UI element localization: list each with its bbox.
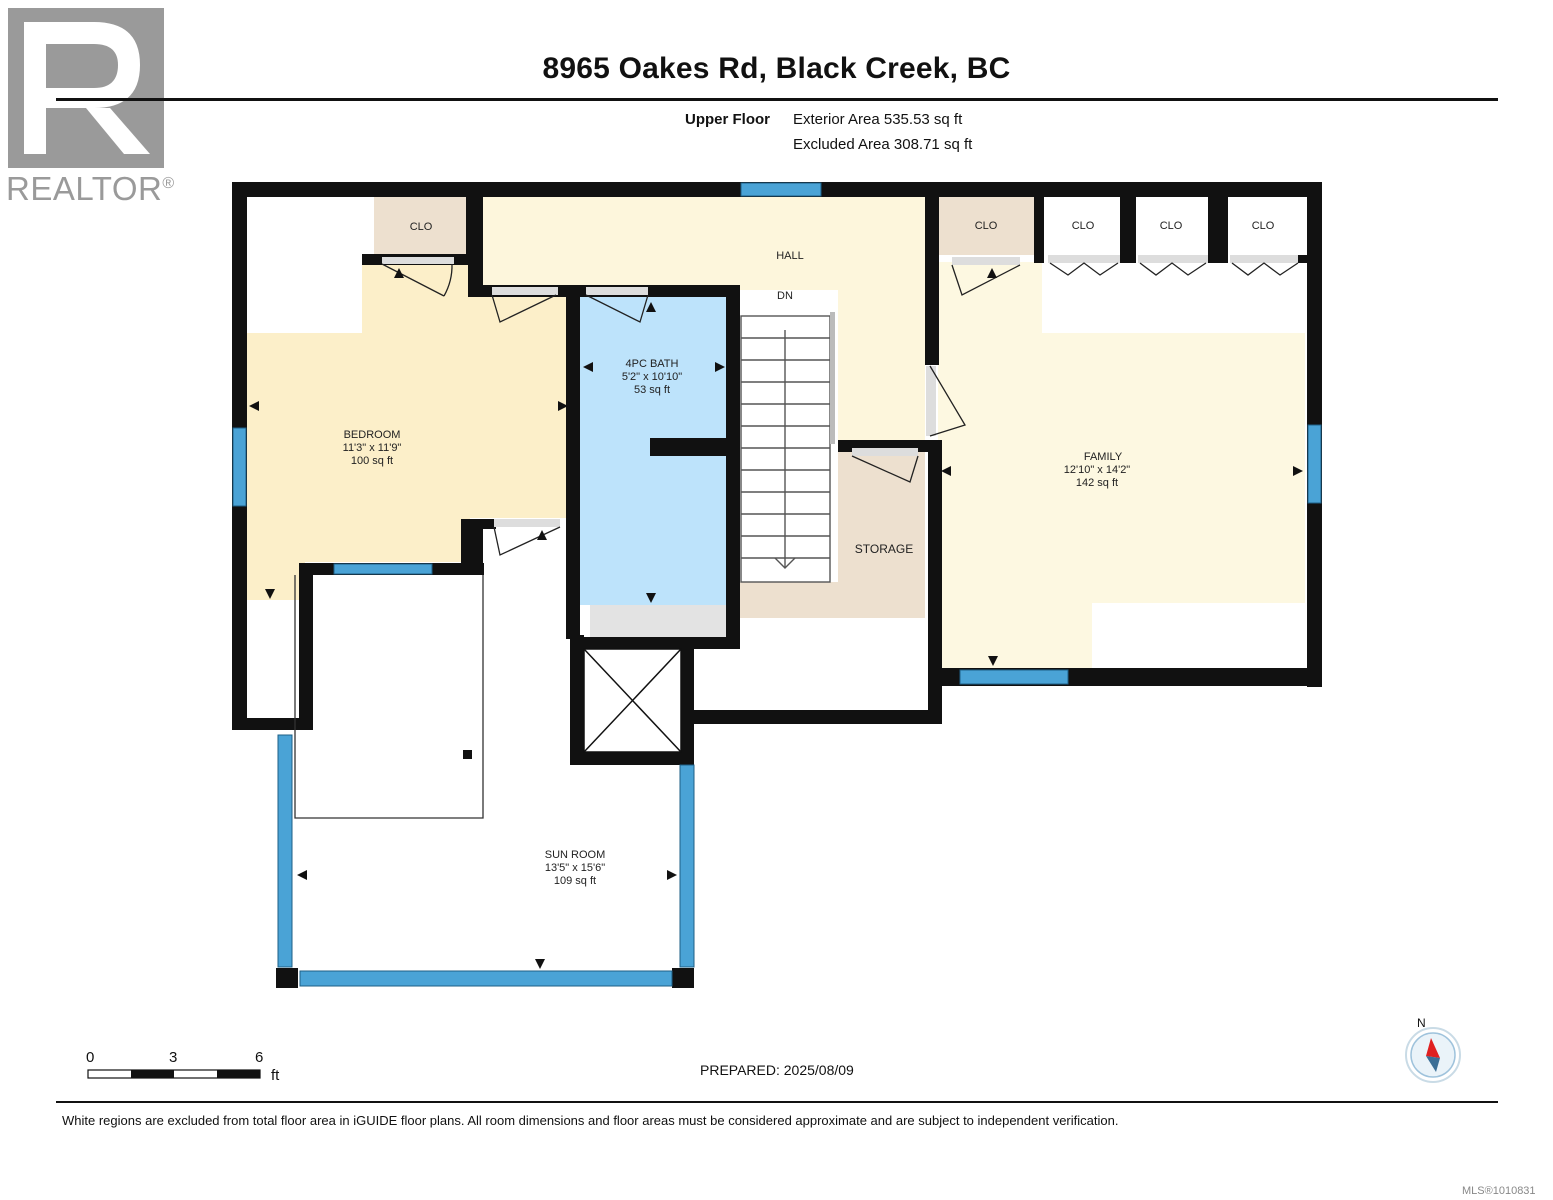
family-area: 142 sq ft bbox=[1076, 477, 1118, 489]
scale-unit: ft bbox=[271, 1067, 280, 1084]
sunroom-inner bbox=[294, 575, 484, 819]
floor-name: Upper Floor bbox=[685, 111, 770, 128]
stairs-down-label: DN bbox=[777, 290, 793, 302]
bedroom-label: BEDROOM bbox=[344, 429, 401, 441]
closet-label: CLO bbox=[975, 220, 998, 232]
prepared-date: PREPARED: 2025/08/09 bbox=[700, 1062, 854, 1078]
sunroom-dims: 13'5" x 15'6" bbox=[545, 862, 605, 874]
windows bbox=[232, 182, 1322, 987]
bath-counter bbox=[590, 605, 726, 637]
scale-label-6: 6 bbox=[255, 1049, 263, 1066]
closet-fill-1 bbox=[374, 197, 468, 257]
title-divider bbox=[56, 98, 1498, 101]
bath-dims: 5'2" x 10'10" bbox=[622, 371, 682, 383]
sunroom-area: 109 sq ft bbox=[554, 875, 596, 887]
bedroom-fill bbox=[247, 265, 572, 600]
realtor-logo bbox=[8, 8, 164, 168]
family-fill bbox=[938, 262, 1305, 668]
scale-label-0: 0 bbox=[86, 1049, 94, 1066]
sunroom-post bbox=[463, 750, 472, 759]
hall-fill bbox=[483, 197, 925, 440]
page-title: 8965 Oakes Rd, Black Creek, BC bbox=[542, 52, 1011, 85]
family-dims: 12'10" x 14'2" bbox=[1064, 464, 1131, 476]
closet-label: CLO bbox=[1252, 220, 1275, 232]
exterior-area: Exterior Area 535.53 sq ft bbox=[793, 111, 963, 128]
closet-label: CLO bbox=[1072, 220, 1095, 232]
scale-label-3: 3 bbox=[169, 1049, 177, 1066]
storage-fill bbox=[740, 445, 925, 618]
realtor-wordmark: REALTOR® bbox=[6, 170, 175, 207]
bedroom-area: 100 sq ft bbox=[351, 455, 393, 467]
compass-label: N bbox=[1417, 1016, 1426, 1030]
footer-divider bbox=[56, 1101, 1498, 1103]
storage-label: STORAGE bbox=[855, 542, 913, 556]
doors bbox=[381, 255, 1299, 556]
family-label: FAMILY bbox=[1084, 451, 1123, 463]
closet-fill-2 bbox=[936, 197, 1034, 255]
north-arrow-icon: N bbox=[1405, 1016, 1461, 1083]
excluded-area: Excluded Area 308.71 sq ft bbox=[793, 136, 973, 153]
dimension-arrows bbox=[249, 268, 1303, 969]
hall-label: HALL bbox=[776, 250, 804, 262]
mls-number: MLS®1010831 bbox=[1462, 1185, 1536, 1197]
disclaimer-text: White regions are excluded from total fl… bbox=[62, 1113, 1119, 1128]
bath-label: 4PC BATH bbox=[626, 358, 679, 370]
closet-label: CLO bbox=[1160, 220, 1183, 232]
closet-label: CLO bbox=[410, 221, 433, 233]
stairs bbox=[740, 312, 835, 583]
void-x bbox=[583, 648, 682, 753]
scale-bar: 0 3 6 ft bbox=[86, 1049, 280, 1084]
bedroom-dims: 11'3" x 11'9" bbox=[343, 442, 402, 454]
sunroom-label: SUN ROOM bbox=[545, 849, 606, 861]
bath-area: 53 sq ft bbox=[634, 384, 670, 396]
